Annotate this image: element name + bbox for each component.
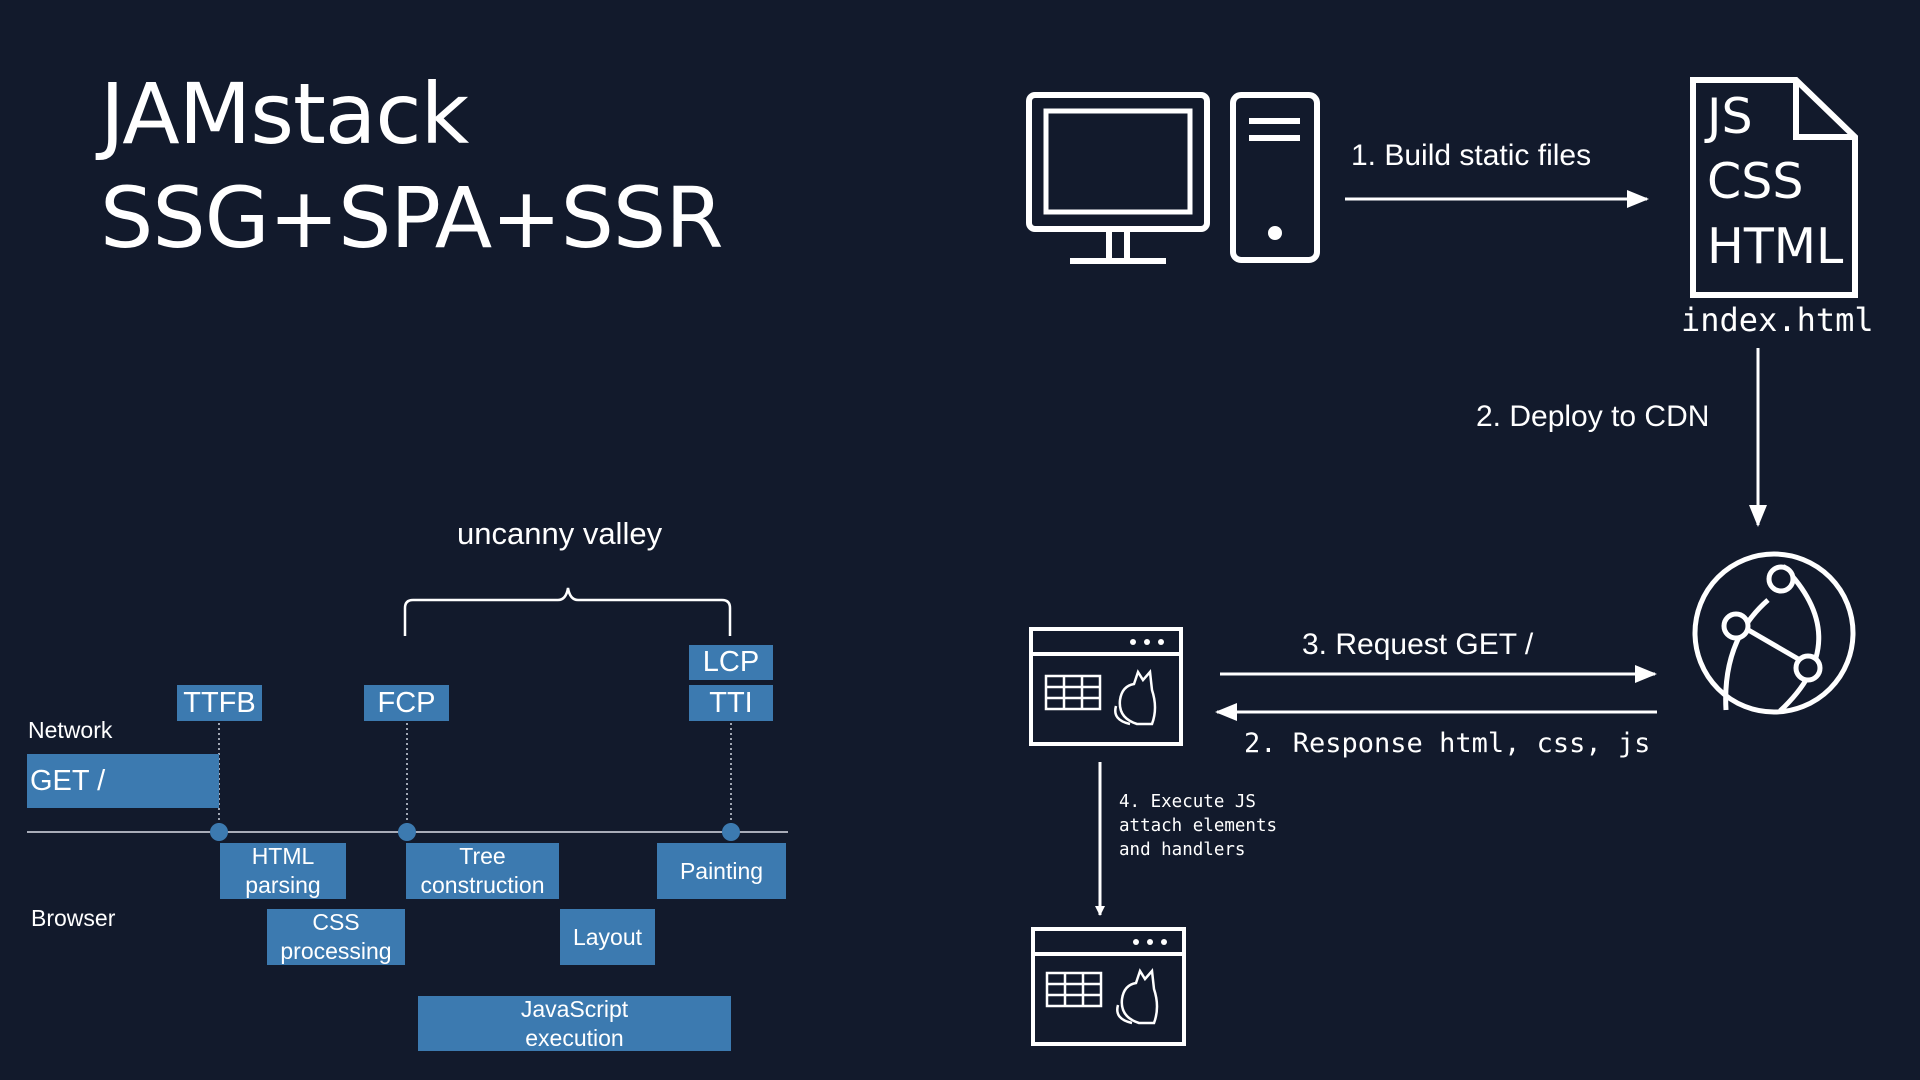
title-line-jamstack: JAMstack: [100, 65, 469, 163]
step-execute-js-label: 4. Execute JS attach elements and handle…: [1119, 790, 1277, 862]
uncanny-valley-brace: [403, 587, 732, 636]
network-row-label: Network: [28, 717, 113, 743]
task-layout: Layout: [560, 909, 655, 965]
milestone-ttfb: TTFB: [177, 685, 262, 721]
network-request-label: GET /: [30, 764, 106, 797]
step-build-label: 1. Build static files: [1351, 139, 1592, 172]
server-icon: [1230, 92, 1320, 263]
browser-row-label: Browser: [31, 905, 116, 931]
lcp-tti-marker: [722, 823, 740, 841]
cdn-globe-icon: [1692, 551, 1856, 715]
title-line-ssg-spa-ssr: SSG+SPA+SSR: [100, 169, 724, 267]
browser-window-icon-hydrated: [1031, 927, 1186, 1046]
step-execute-js-line1: 4. Execute JS: [1119, 792, 1256, 812]
step-request-label: 3. Request GET /: [1302, 628, 1534, 661]
milestone-tti: TTI: [689, 685, 773, 721]
task-javascript-execution: JavaScript execution: [418, 996, 731, 1051]
task-html-parsing: HTML parsing: [220, 843, 346, 899]
file-html-label: HTML: [1707, 218, 1844, 275]
task-tree-construction: Tree construction: [406, 843, 559, 899]
ttfb-marker: [210, 823, 228, 841]
uncanny-valley-label: uncanny valley: [457, 516, 663, 551]
task-painting: Painting: [657, 843, 786, 899]
browser-window-icon: [1029, 627, 1183, 746]
file-name-label: index.html: [1681, 301, 1874, 339]
monitor-icon: [1026, 92, 1210, 264]
step-execute-js-line3: and handlers: [1119, 840, 1246, 860]
file-document-icon: [1690, 77, 1858, 298]
milestone-fcp: FCP: [364, 685, 449, 721]
task-css-processing: CSS processing: [267, 909, 405, 965]
network-request-bar: GET /: [27, 754, 219, 808]
milestone-lcp: LCP: [689, 645, 773, 680]
step-execute-js-line2: attach elements: [1119, 816, 1278, 836]
file-css-label: CSS: [1707, 153, 1804, 210]
file-js-label: JS: [1707, 88, 1753, 145]
step-response-label: 2. Response html, css, js: [1244, 728, 1651, 759]
fcp-marker: [398, 823, 416, 841]
step-deploy-label: 2. Deploy to CDN: [1476, 400, 1710, 433]
